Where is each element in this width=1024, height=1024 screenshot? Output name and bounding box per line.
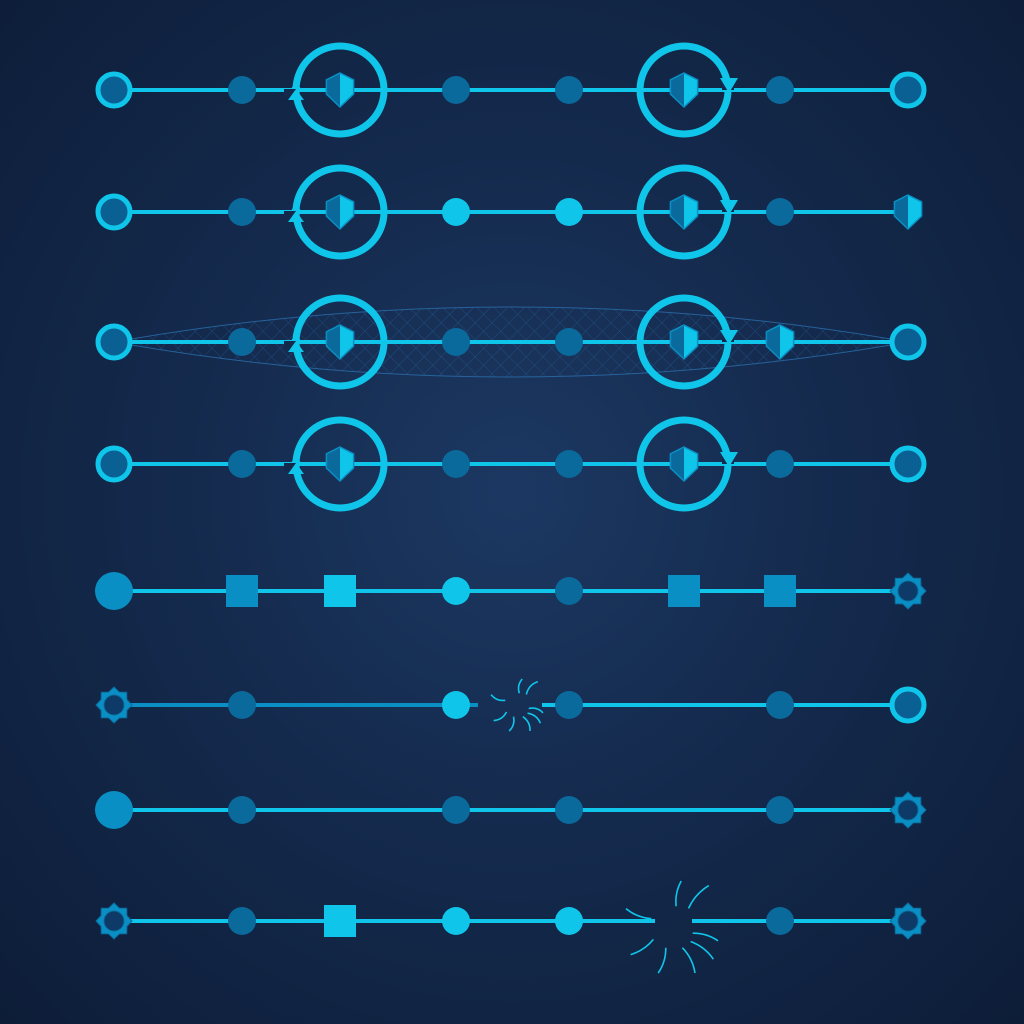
big-dot-node: [95, 572, 133, 610]
ring-node: [95, 323, 133, 361]
break-spark: [630, 938, 654, 956]
gear-hub: [103, 910, 125, 932]
dot-node: [442, 796, 470, 824]
dot-node: [766, 907, 794, 935]
node-chain-row-7: [95, 791, 927, 829]
break-spark: [525, 680, 539, 695]
gear-hub: [897, 799, 919, 821]
node-chain-row-4: [95, 416, 927, 512]
dot-node: [442, 577, 470, 605]
node-chain-row-1: [95, 42, 927, 138]
dot-node: [766, 198, 794, 226]
break-spark: [490, 694, 506, 702]
square-node: [324, 575, 356, 607]
shield-icon: [765, 324, 795, 361]
dot-node: [555, 198, 583, 226]
square-node: [324, 905, 356, 937]
break-spark: [657, 947, 667, 974]
ring-node: [889, 445, 927, 483]
arrow-ccw-icon: [288, 463, 304, 474]
break-spark: [508, 716, 515, 732]
gear-hub: [897, 580, 919, 602]
dot-node: [442, 450, 470, 478]
dot-node: [766, 796, 794, 824]
dot-node: [555, 328, 583, 356]
ring-node: [889, 686, 927, 724]
arrow-cw-icon: [720, 452, 738, 467]
dot-node: [228, 691, 256, 719]
break-spark: [675, 880, 682, 907]
node-chain-row-6: [95, 678, 927, 732]
break-spark: [692, 932, 719, 942]
arrow-ccw-icon: [288, 211, 304, 222]
ring-gap: [284, 89, 296, 97]
node-chain-row-2: [95, 164, 923, 260]
arrow-ccw-icon: [288, 89, 304, 100]
dot-node: [228, 450, 256, 478]
ring-gap: [284, 463, 296, 471]
dot-node: [766, 450, 794, 478]
dot-node: [555, 577, 583, 605]
shield-icon: [325, 72, 355, 109]
node-chain-row-8: [95, 880, 927, 974]
break-spark: [493, 711, 508, 722]
break-spark: [681, 947, 696, 974]
break-spark: [690, 940, 715, 960]
ring-node: [95, 193, 133, 231]
dot-node: [442, 76, 470, 104]
arrow-ccw-icon: [288, 341, 304, 352]
dot-node: [228, 328, 256, 356]
dot-node: [555, 691, 583, 719]
dot-node: [228, 907, 256, 935]
dot-node: [228, 796, 256, 824]
dot-node: [442, 198, 470, 226]
shield-icon: [669, 446, 699, 483]
big-dot-node: [95, 791, 133, 829]
break-spark: [527, 712, 542, 724]
square-node: [764, 575, 796, 607]
break-spark: [528, 707, 544, 714]
shield-icon: [669, 324, 699, 361]
ring-node: [95, 71, 133, 109]
arrow-cw-icon: [720, 330, 738, 345]
shield-icon: [325, 446, 355, 483]
dot-node: [228, 76, 256, 104]
dot-node: [555, 907, 583, 935]
break-spark: [687, 884, 710, 909]
rows-layer: [95, 42, 927, 974]
ring-node: [95, 445, 133, 483]
break-spark: [522, 716, 531, 732]
ring-node: [889, 71, 927, 109]
dot-node: [555, 76, 583, 104]
dot-node: [555, 796, 583, 824]
ring-gap: [284, 211, 296, 219]
dot-node: [766, 76, 794, 104]
gear-hub: [897, 910, 919, 932]
arrow-cw-icon: [720, 200, 738, 215]
ring-gap: [284, 341, 296, 349]
ring-node: [889, 323, 927, 361]
shield-icon: [325, 324, 355, 361]
dot-node: [442, 907, 470, 935]
square-node: [226, 575, 258, 607]
break-spark: [517, 678, 523, 694]
shield-icon: [325, 194, 355, 231]
square-node: [668, 575, 700, 607]
shield-icon: [669, 72, 699, 109]
break-spark: [625, 907, 652, 920]
shield-icon: [893, 194, 923, 231]
node-chain-row-5: [95, 572, 927, 610]
node-chain-row-3: [95, 294, 927, 390]
gear-hub: [103, 694, 125, 716]
dot-node: [442, 691, 470, 719]
dot-node: [766, 691, 794, 719]
dot-node: [555, 450, 583, 478]
dot-node: [442, 328, 470, 356]
shield-icon: [669, 194, 699, 231]
arrow-cw-icon: [720, 78, 738, 93]
dot-node: [228, 198, 256, 226]
